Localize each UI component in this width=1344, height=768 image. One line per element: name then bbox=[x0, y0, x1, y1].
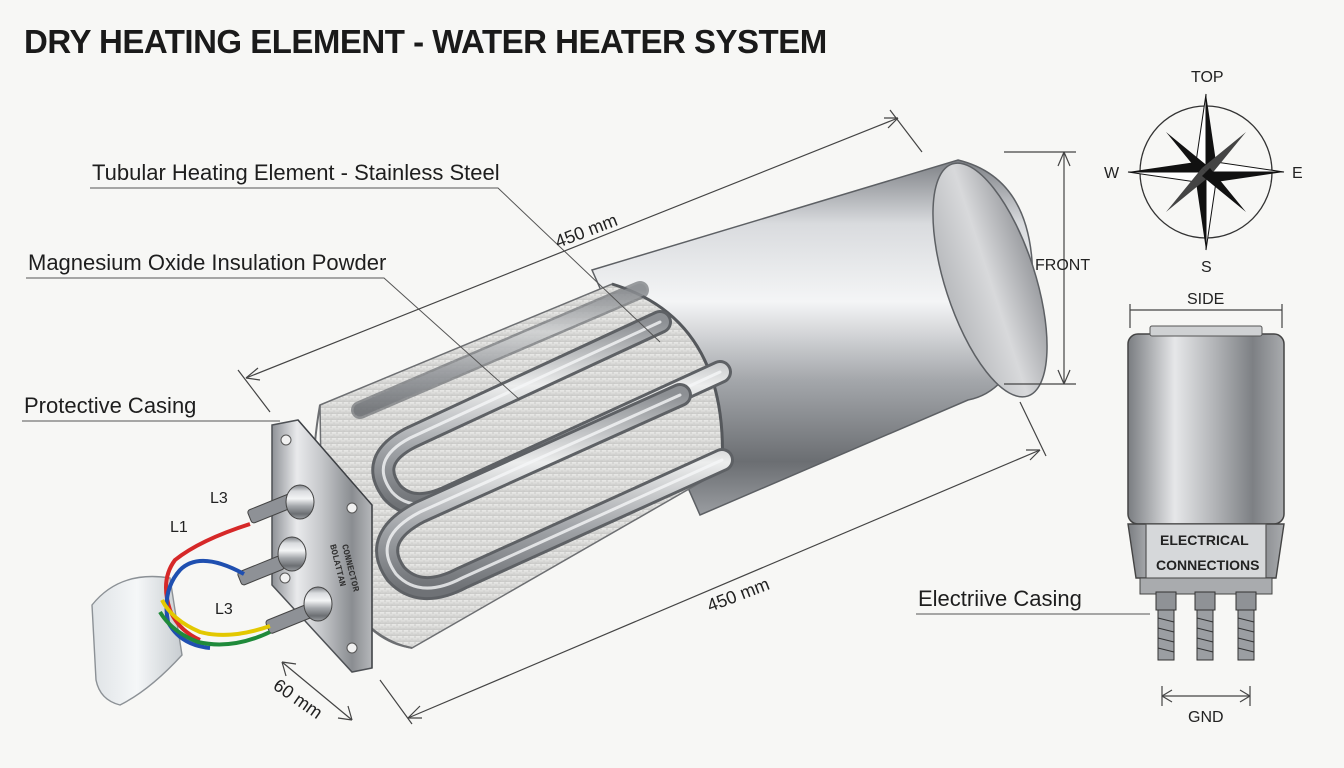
callout-electriive-casing: Electriive Casing bbox=[918, 586, 1082, 611]
side-view bbox=[1127, 304, 1285, 706]
dimension-top-length bbox=[237, 109, 923, 413]
compass-rose bbox=[1127, 93, 1285, 251]
front-label: FRONT bbox=[1035, 257, 1090, 274]
connections-label-line2: CONNECTIONS bbox=[1156, 557, 1259, 573]
compass-east-label: E bbox=[1292, 165, 1303, 182]
diagram-title: DRY HEATING ELEMENT - WATER HEATER SYSTE… bbox=[24, 23, 827, 60]
wire-l1-red bbox=[164, 522, 251, 642]
front-height-dimension bbox=[1004, 151, 1076, 385]
wire-green bbox=[158, 610, 271, 647]
connections-label-line1: ELECTRICAL bbox=[1160, 532, 1249, 548]
wire-l3-yellow bbox=[160, 599, 271, 637]
wire-blue bbox=[164, 558, 245, 650]
compass-top-label: TOP bbox=[1191, 69, 1224, 86]
gnd-label: GND bbox=[1188, 709, 1224, 726]
compass-west-label: W bbox=[1104, 165, 1120, 182]
wire-label-l1: L1 bbox=[170, 519, 188, 536]
terminal-studs bbox=[237, 484, 333, 634]
heating-element-body: BOLATTAN CONNECTOR bbox=[91, 159, 1048, 706]
dimension-flange bbox=[281, 661, 353, 721]
dimension-flange-label: 60 mm bbox=[270, 675, 327, 723]
dimension-bottom-length bbox=[379, 401, 1047, 725]
wire-label-l3-top: L3 bbox=[210, 490, 228, 507]
callout-tubular-heating-element: Tubular Heating Element - Stainless Stee… bbox=[92, 160, 500, 185]
callout-insulation-powder: Magnesium Oxide Insulation Powder bbox=[28, 250, 386, 275]
dimension-top-length-label: 450 mm bbox=[552, 210, 620, 252]
wire-conduit bbox=[91, 575, 183, 706]
tubular-heating-element bbox=[351, 281, 734, 601]
dimension-bottom-length-label: 450 mm bbox=[704, 574, 772, 616]
side-label: SIDE bbox=[1187, 291, 1224, 308]
wires bbox=[158, 522, 271, 650]
callout-protective-casing: Protective Casing bbox=[24, 393, 196, 418]
compass-south-label: S bbox=[1201, 259, 1212, 276]
wire-label-l3-bottom: L3 bbox=[215, 601, 233, 618]
